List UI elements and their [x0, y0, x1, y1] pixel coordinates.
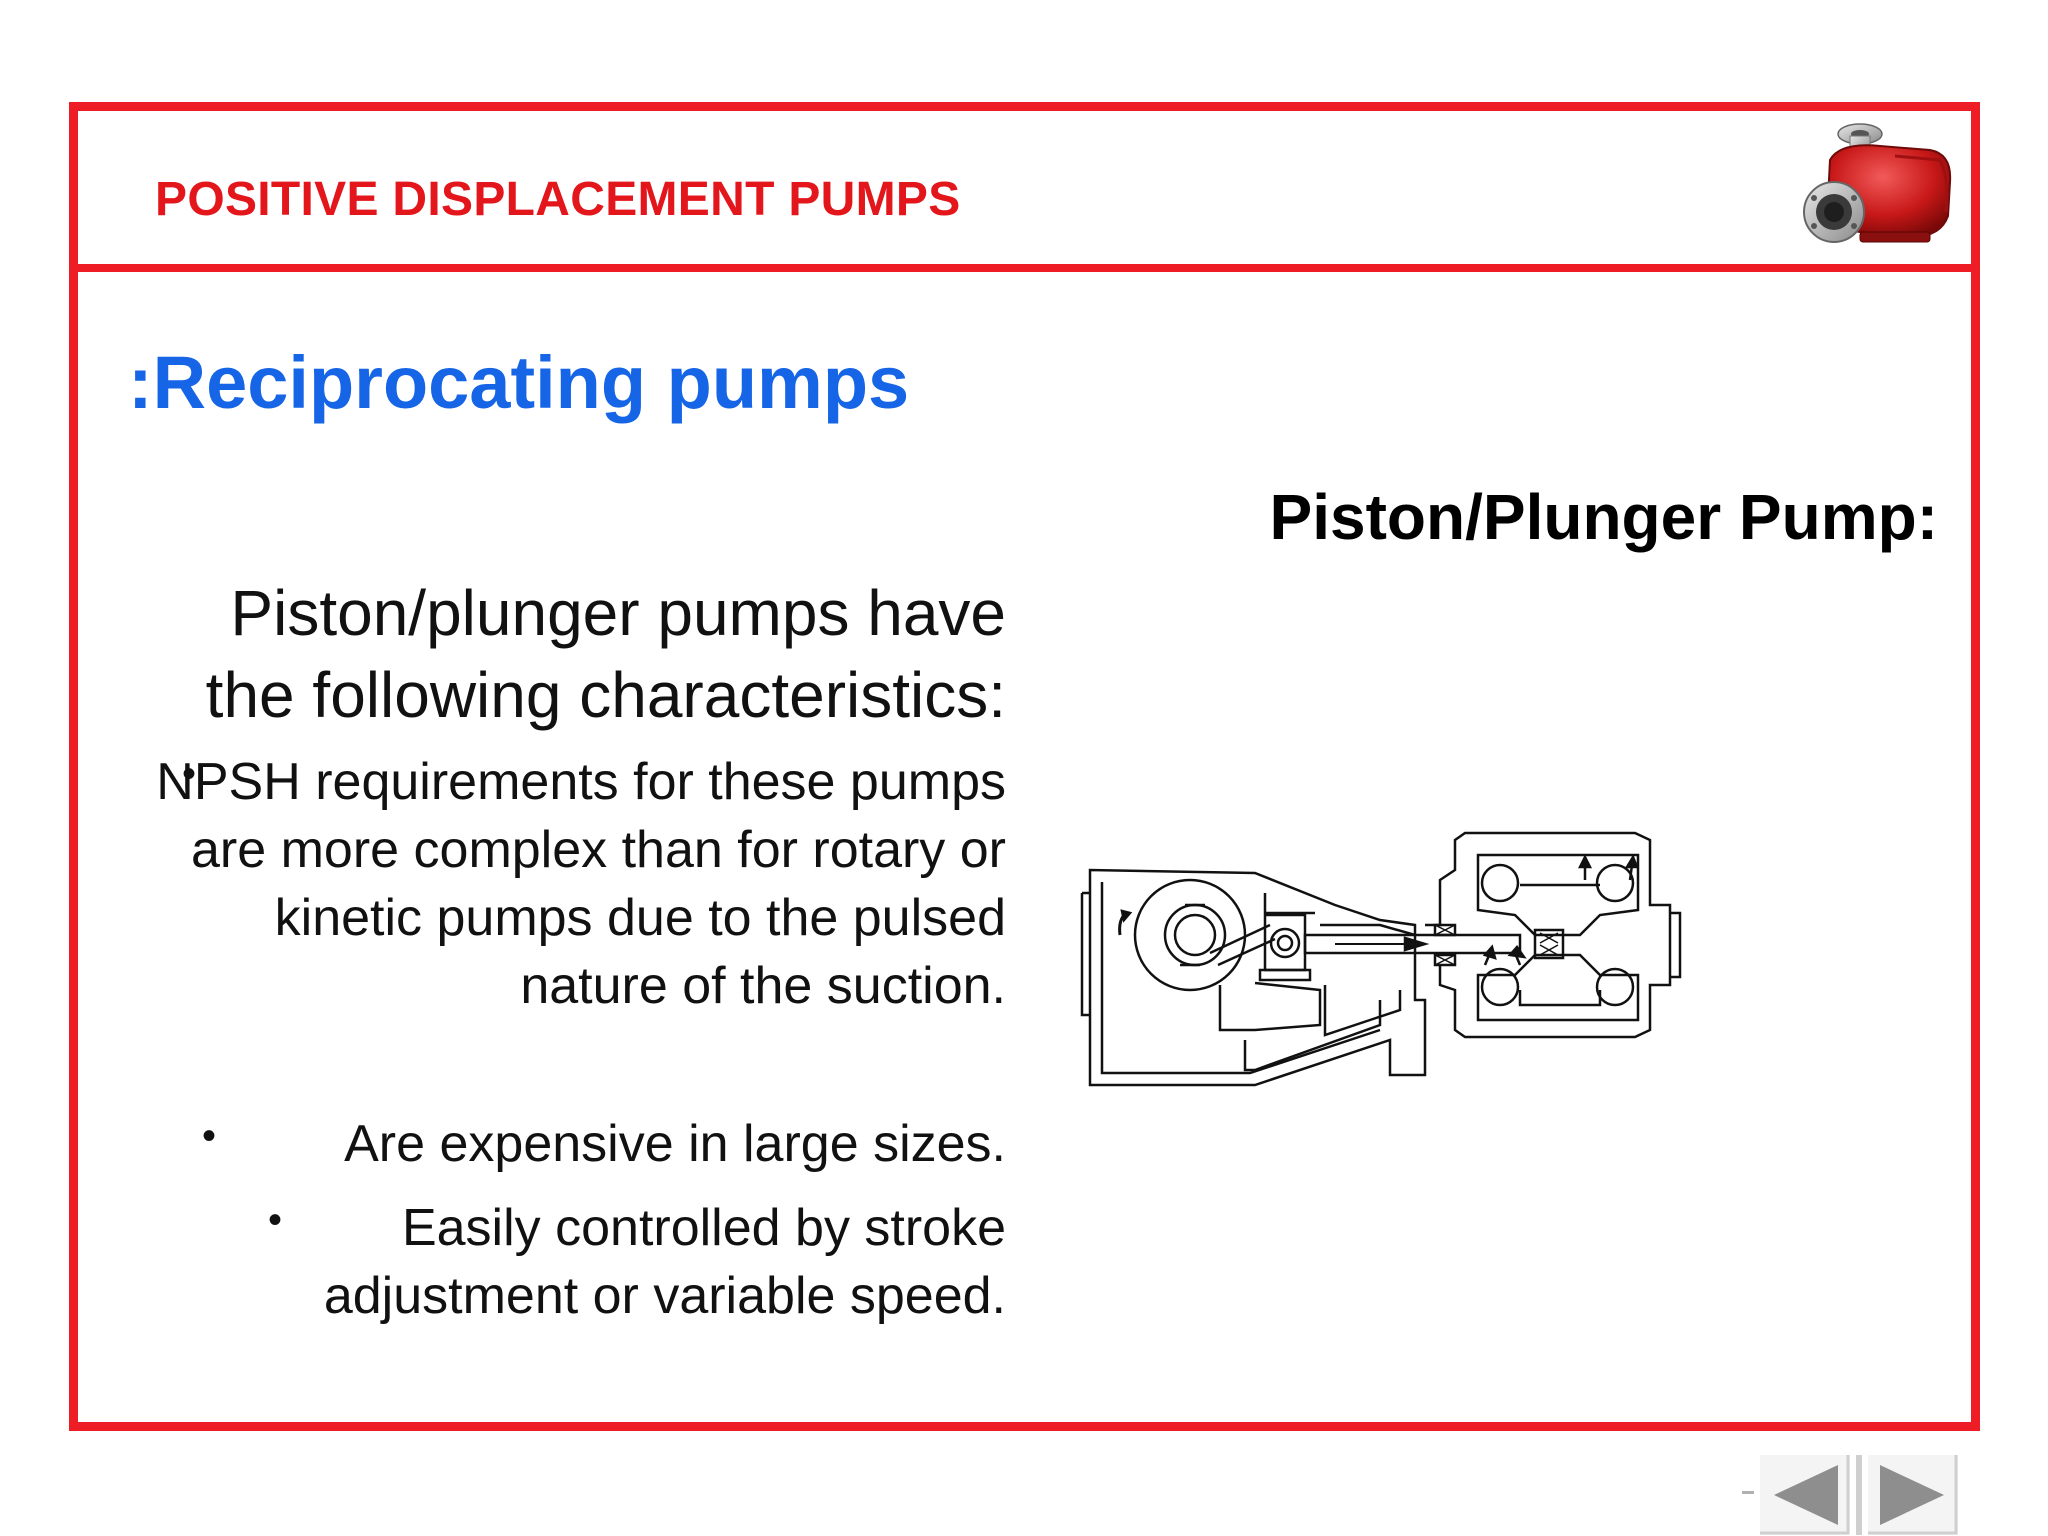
bullet-icon: • [182, 752, 197, 796]
nav-separator [1856, 1455, 1862, 1535]
slide-frame [69, 102, 1980, 1431]
nav-divider [1742, 1491, 1754, 1494]
header-divider [69, 264, 1980, 272]
next-arrow-icon[interactable] [1868, 1455, 1958, 1535]
red-pump-icon [1803, 123, 1952, 243]
previous-arrow-icon[interactable] [1760, 1455, 1850, 1535]
piston-plunger-pump-diagram [1080, 831, 1682, 1087]
bullet-icon: • [268, 1198, 283, 1242]
section-title: :Reciprocating pumps [128, 341, 910, 424]
bullet-item-expensive: Are expensive in large sizes. [344, 1115, 1006, 1173]
bullet-item-npsh: NPSH requirements for these pumps are mo… [156, 753, 1006, 1015]
header-title: POSITIVE DISPLACEMENT PUMPS [155, 173, 961, 226]
intro-text: Piston/plunger pumps have the following … [205, 577, 1006, 731]
bullet-item-controlled: Easily controlled by stroke adjustment o… [323, 1199, 1006, 1325]
diagram-title: Piston/Plunger Pump: [1269, 481, 1938, 553]
bullet-icon: • [202, 1114, 217, 1158]
slide-navigation [1742, 1455, 1970, 1535]
